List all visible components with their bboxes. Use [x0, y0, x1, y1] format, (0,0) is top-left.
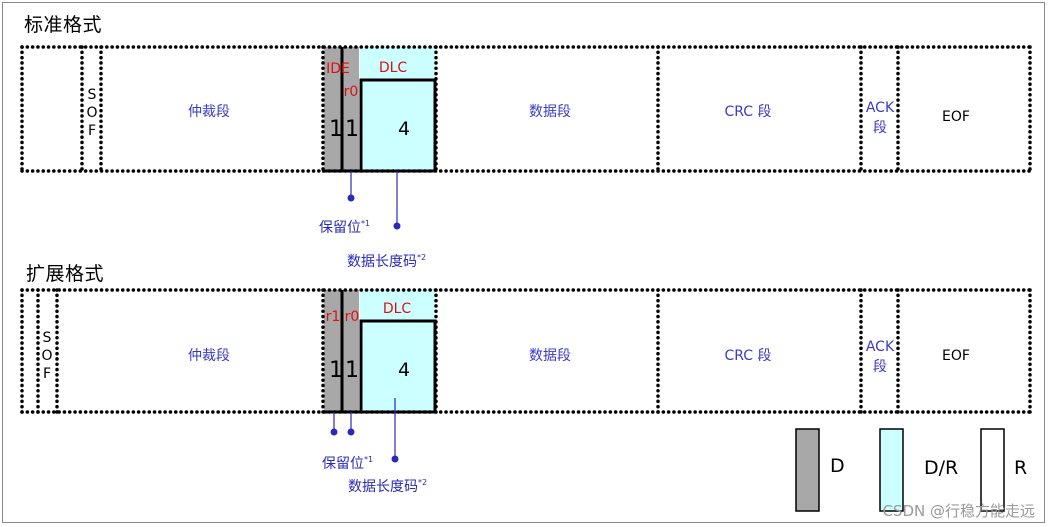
- extended-ack-label: ACK: [866, 339, 895, 355]
- extended-data-label: 数据段: [529, 348, 571, 364]
- standard-arbitration-label: 仲裁段: [188, 104, 230, 120]
- standard-ack-label-2: 段: [873, 120, 887, 136]
- standard-r0-label: r0: [344, 84, 359, 100]
- extended-r0-bit: 1: [345, 358, 359, 383]
- standard-dlc-box: [359, 78, 437, 173]
- extended-format-title: 扩展格式: [26, 263, 105, 285]
- extended-dlc-note: 数据长度码*2: [348, 478, 427, 495]
- standard-reserved-note: 保留位*1: [319, 219, 370, 236]
- standard-r0-bit: 1: [345, 117, 359, 142]
- standard-dlc-field: [360, 47, 435, 171]
- extended-dlc-box: [359, 319, 437, 414]
- extended-sof-s: S: [43, 330, 52, 346]
- extended-r0-field: [343, 290, 359, 412]
- extended-r0-label: r0: [345, 309, 360, 325]
- extended-dlc-dot: [391, 455, 399, 463]
- standard-ide-bit: 1: [329, 117, 343, 142]
- legend-dominant-recessive-label: D/R: [924, 457, 958, 479]
- legend: D D/R R: [795, 428, 1027, 512]
- standard-crc-label: CRC 段: [724, 104, 771, 120]
- extended-eof-label: EOF: [942, 348, 970, 364]
- extended-arbitration-label: 仲裁段: [188, 348, 230, 364]
- standard-dlc-value: 4: [398, 118, 410, 140]
- standard-frame: S O F 仲裁段 IDE r0 1 1 DLC 4 数据段 CRC 段 ACK…: [20, 45, 1032, 270]
- standard-eof-label: EOF: [942, 109, 970, 125]
- standard-dlc-dot: [393, 222, 401, 230]
- extended-dlc-field: [360, 290, 435, 412]
- legend-dominant-swatch: [795, 428, 820, 512]
- extended-reserved-note: 保留位*1: [322, 455, 373, 472]
- extended-ack-label-2: 段: [873, 359, 887, 375]
- standard-dlc-label: DLC: [379, 60, 408, 76]
- extended-r1-field: [324, 290, 341, 412]
- legend-dominant-label: D: [830, 455, 845, 477]
- standard-ide-label: IDE: [326, 61, 350, 77]
- extended-sof-f: F: [43, 366, 51, 382]
- extended-crc-label: CRC 段: [724, 348, 771, 364]
- legend-recessive-swatch: [980, 428, 1005, 512]
- standard-format-title: 标准格式: [24, 14, 103, 36]
- legend-recessive-label: R: [1014, 457, 1027, 479]
- extended-r1-label: r1: [326, 309, 341, 325]
- extended-frame: S O F 仲裁段 r1 r0 1 1 DLC 4 数据段 CRC 段 ACK …: [20, 288, 1032, 495]
- standard-reserved-dot: [347, 194, 355, 202]
- extended-dlc-label: DLC: [383, 301, 412, 317]
- standard-sof-s: S: [88, 87, 97, 103]
- standard-ide-field: [324, 47, 341, 171]
- extended-reserved-dot-r1: [330, 428, 338, 436]
- extended-dlc-value: 4: [398, 359, 410, 381]
- watermark-text: CSDN @行稳方能走远: [882, 502, 1035, 520]
- standard-r0-field: [343, 47, 359, 171]
- standard-sof-f: F: [88, 123, 96, 139]
- extended-sof-o: O: [41, 348, 52, 364]
- legend-dominant-recessive-swatch: [879, 428, 904, 512]
- standard-ack-label: ACK: [866, 100, 895, 116]
- extended-reserved-dot-r0: [347, 428, 355, 436]
- standard-sof-o: O: [86, 105, 97, 121]
- standard-dlc-note: 数据长度码*2: [347, 253, 426, 270]
- standard-data-label: 数据段: [529, 104, 571, 120]
- extended-r1-bit: 1: [329, 358, 343, 383]
